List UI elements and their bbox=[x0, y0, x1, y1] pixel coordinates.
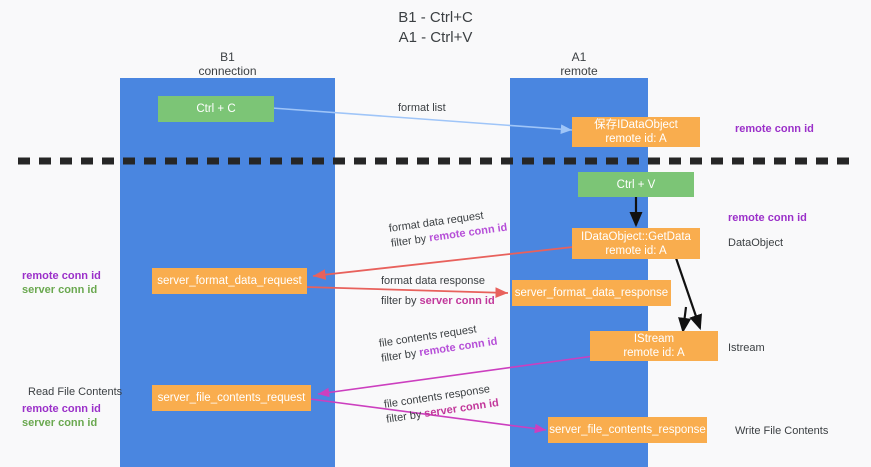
left-label-server-conn-id-2: server conn id bbox=[22, 417, 98, 429]
node-istream[interactable]: IStream remote id: A bbox=[590, 331, 718, 361]
edge-label-file-contents-response: file contents response filter by server … bbox=[383, 381, 500, 427]
edge-label-format-data-response: format data response filter by server co… bbox=[381, 274, 495, 309]
node-ctrl-v[interactable]: Ctrl + V bbox=[578, 172, 694, 197]
node-server-format-data-request-label: server_format_data_request bbox=[157, 275, 302, 287]
edge-label-file-contents-request: file contents request filter by remote c… bbox=[378, 320, 499, 367]
node-idataobject-getdata-label: IDataObject::GetData bbox=[581, 230, 691, 243]
node-ctrl-c-label: Ctrl + C bbox=[196, 103, 236, 115]
node-server-file-contents-response[interactable]: server_file_contents_response bbox=[548, 417, 707, 443]
right-label-write-file-contents: Write File Contents bbox=[735, 424, 828, 438]
diagram-title: B1 - Ctrl+C A1 - Ctrl+V bbox=[0, 8, 871, 48]
node-save-idataobject-sub: remote id: A bbox=[605, 133, 667, 145]
left-label-conn-ids-2: remote conn id server conn id bbox=[22, 402, 101, 430]
edge-label-format-list-line1: format list bbox=[398, 102, 446, 114]
node-server-file-contents-request[interactable]: server_file_contents_request bbox=[152, 385, 311, 411]
node-idataobject-getdata-sub: remote id: A bbox=[605, 244, 667, 257]
node-server-format-data-response[interactable]: server_format_data_response bbox=[512, 280, 671, 306]
left-label-read-file-contents: Read File Contents bbox=[28, 385, 122, 399]
node-ctrl-c[interactable]: Ctrl + C bbox=[158, 96, 274, 122]
left-label-read-file-contents-text: Read File Contents bbox=[28, 386, 123, 398]
conn-id-token-server-1: server conn id bbox=[419, 295, 495, 307]
filter-by-prefix-1: filter by bbox=[390, 232, 431, 250]
right-label-istream-text: Istream bbox=[728, 342, 765, 354]
title-line-2: A1 - Ctrl+V bbox=[398, 29, 473, 46]
node-idataobject-getdata[interactable]: IDataObject::GetData remote id: A bbox=[572, 228, 700, 259]
right-label-write-file-contents-text: Write File Contents bbox=[735, 425, 829, 437]
right-label-dataobject-text: DataObject bbox=[728, 237, 784, 249]
node-server-format-data-request[interactable]: server_format_data_request bbox=[152, 268, 307, 294]
left-label-conn-ids: remote conn id server conn id bbox=[22, 269, 101, 297]
column-header-a1-role: remote bbox=[560, 64, 598, 78]
right-label-remote-conn-id-mid-text: remote conn id bbox=[728, 212, 807, 224]
node-ctrl-v-label: Ctrl + V bbox=[616, 178, 656, 191]
node-istream-sub: remote id: A bbox=[623, 347, 685, 359]
left-label-remote-conn-id-1: remote conn id bbox=[22, 270, 101, 282]
edge-getdata-to-istream bbox=[674, 257, 702, 331]
right-label-remote-conn-id-top-text: remote conn id bbox=[735, 123, 814, 135]
edge-label-format-list: format list bbox=[398, 101, 446, 116]
title-line-1: B1 - Ctrl+C bbox=[398, 9, 473, 26]
node-server-file-contents-request-label: server_file_contents_request bbox=[157, 392, 306, 404]
right-label-remote-conn-id-mid: remote conn id bbox=[728, 211, 807, 225]
node-server-format-data-response-label: server_format_data_response bbox=[514, 287, 669, 299]
right-label-remote-conn-id-top: remote conn id bbox=[735, 122, 814, 136]
node-save-idataobject-label: 保存IDataObject bbox=[594, 119, 678, 131]
column-header-b1: B1 connection bbox=[140, 50, 315, 78]
right-label-istream: Istream bbox=[728, 341, 765, 355]
edge-label-format-data-response-line2: filter by server conn id bbox=[381, 294, 495, 309]
edge-response-to-istream bbox=[678, 306, 692, 334]
edge-label-format-data-response-line1: format data response bbox=[381, 275, 485, 287]
left-label-server-conn-id-1: server conn id bbox=[22, 284, 98, 296]
column-header-a1: A1 remote bbox=[532, 50, 626, 78]
right-label-dataobject: DataObject bbox=[728, 236, 783, 250]
column-header-b1-role: connection bbox=[198, 64, 257, 78]
edge-label-format-data-request: format data request filter by remote con… bbox=[388, 206, 508, 252]
column-header-b1-name: B1 bbox=[220, 50, 235, 64]
filter-by-prefix-2: filter by bbox=[381, 295, 420, 307]
node-server-file-contents-response-label: server_file_contents_response bbox=[549, 424, 706, 436]
node-save-idataobject[interactable]: 保存IDataObject remote id: A bbox=[572, 117, 700, 147]
node-istream-label: IStream bbox=[633, 333, 675, 345]
left-label-remote-conn-id-2: remote conn id bbox=[22, 403, 101, 415]
column-header-a1-name: A1 bbox=[571, 50, 587, 64]
